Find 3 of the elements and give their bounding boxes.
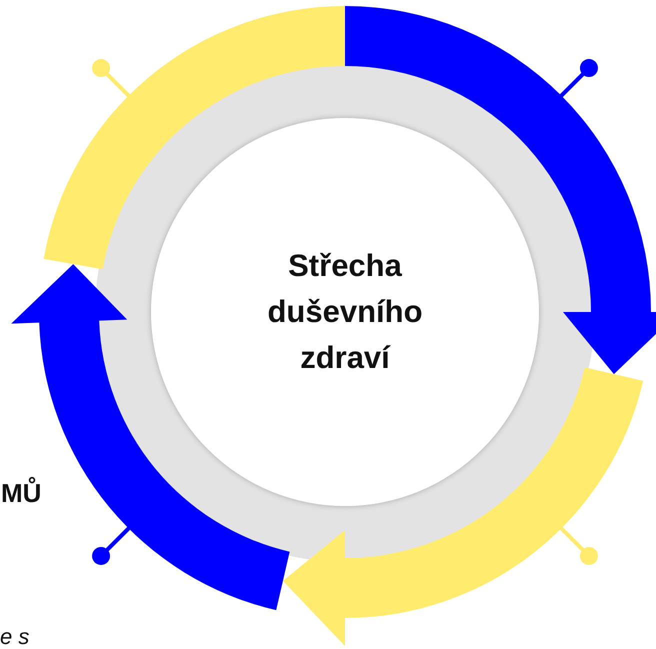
heading-fragment: MŮ xyxy=(1,478,42,509)
center-title: Střecha duševního zdraví xyxy=(266,247,424,377)
text-fragment: e s xyxy=(0,624,30,649)
